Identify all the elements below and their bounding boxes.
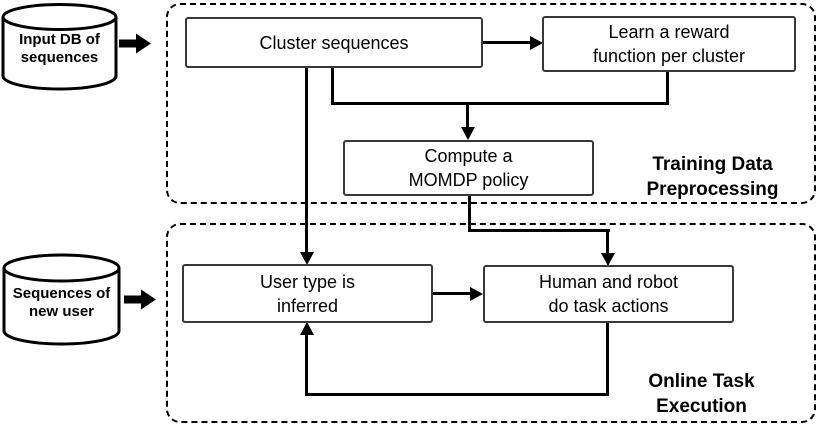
arrowhead-into-learn — [530, 36, 543, 50]
cluster-sequences-box: Cluster sequences — [185, 17, 483, 68]
arrowhead-into-human-top — [601, 253, 615, 266]
new-user-arrow-icon — [124, 289, 156, 310]
arrowhead-into-human-left — [470, 287, 483, 301]
online-section-title-line1: Online Task — [648, 371, 755, 392]
input-db-label-line1: Input DB of — [19, 31, 100, 48]
connector-learn-down-stub — [666, 70, 669, 105]
connector-cluster-to-learn — [483, 41, 531, 44]
learn-reward-label-line1: Learn a reward — [608, 22, 730, 42]
connector-human-feedback-down — [606, 321, 609, 396]
arrowhead-into-usertype-bottom — [300, 322, 314, 335]
new-user-db-label: Sequences of new user — [2, 285, 121, 321]
input-db-label: Input DB of sequences — [1, 31, 118, 67]
learn-reward-box: Learn a reward function per cluster — [542, 16, 796, 72]
human-robot-label-line1: Human and robot — [538, 272, 679, 292]
user-type-label-line2: inferred — [276, 295, 339, 316]
compute-momdp-policy-box: Compute a MOMDP policy — [343, 140, 594, 196]
cluster-sequences-label: Cluster sequences — [259, 32, 409, 53]
connector-cluster-to-usertype — [305, 66, 308, 253]
training-data-preprocessing-section-box — [166, 3, 816, 204]
new-user-db-cylinder-icon — [2, 253, 121, 346]
user-type-label-line1: User type is — [259, 271, 356, 292]
user-type-inferred-box: User type is inferred — [182, 264, 433, 323]
learn-reward-label-line2: function per cluster — [592, 46, 746, 66]
arrowhead-into-usertype-top — [300, 252, 314, 265]
training-section-title: Training Data Preprocessing — [620, 152, 805, 202]
input-db-arrow-icon — [119, 33, 151, 54]
human-robot-actions-box: Human and robot do task actions — [483, 265, 734, 323]
connector-merge-to-compute — [466, 102, 469, 129]
connector-usertype-to-human — [432, 292, 472, 295]
input-db-cylinder-icon — [1, 3, 118, 91]
connector-feedback-up — [305, 334, 308, 396]
arrowhead-into-compute — [461, 127, 475, 140]
online-section-title-line2: Execution — [656, 396, 747, 417]
connector-compute-down — [468, 194, 471, 232]
new-user-db-label-line2: new user — [28, 303, 95, 320]
training-section-title-line2: Preprocessing — [646, 179, 779, 200]
online-section-title: Online Task Execution — [609, 369, 794, 419]
connector-compute-elbow — [468, 229, 610, 232]
connector-merge-bar — [331, 102, 669, 105]
online-task-execution-section-box — [166, 223, 816, 423]
input-db-label-line2: sequences — [20, 49, 99, 66]
new-user-db-label-line1: Sequences of — [12, 285, 111, 302]
connector-cluster-down-stub — [331, 66, 334, 105]
compute-momdp-label-line2: MOMDP policy — [408, 170, 529, 190]
connector-feedback-bottom — [305, 393, 609, 396]
human-robot-label-line2: do task actions — [548, 296, 669, 316]
connector-into-human-down — [606, 229, 609, 254]
training-section-title-line1: Training Data — [652, 154, 773, 175]
compute-momdp-label-line1: Compute a — [424, 146, 513, 166]
